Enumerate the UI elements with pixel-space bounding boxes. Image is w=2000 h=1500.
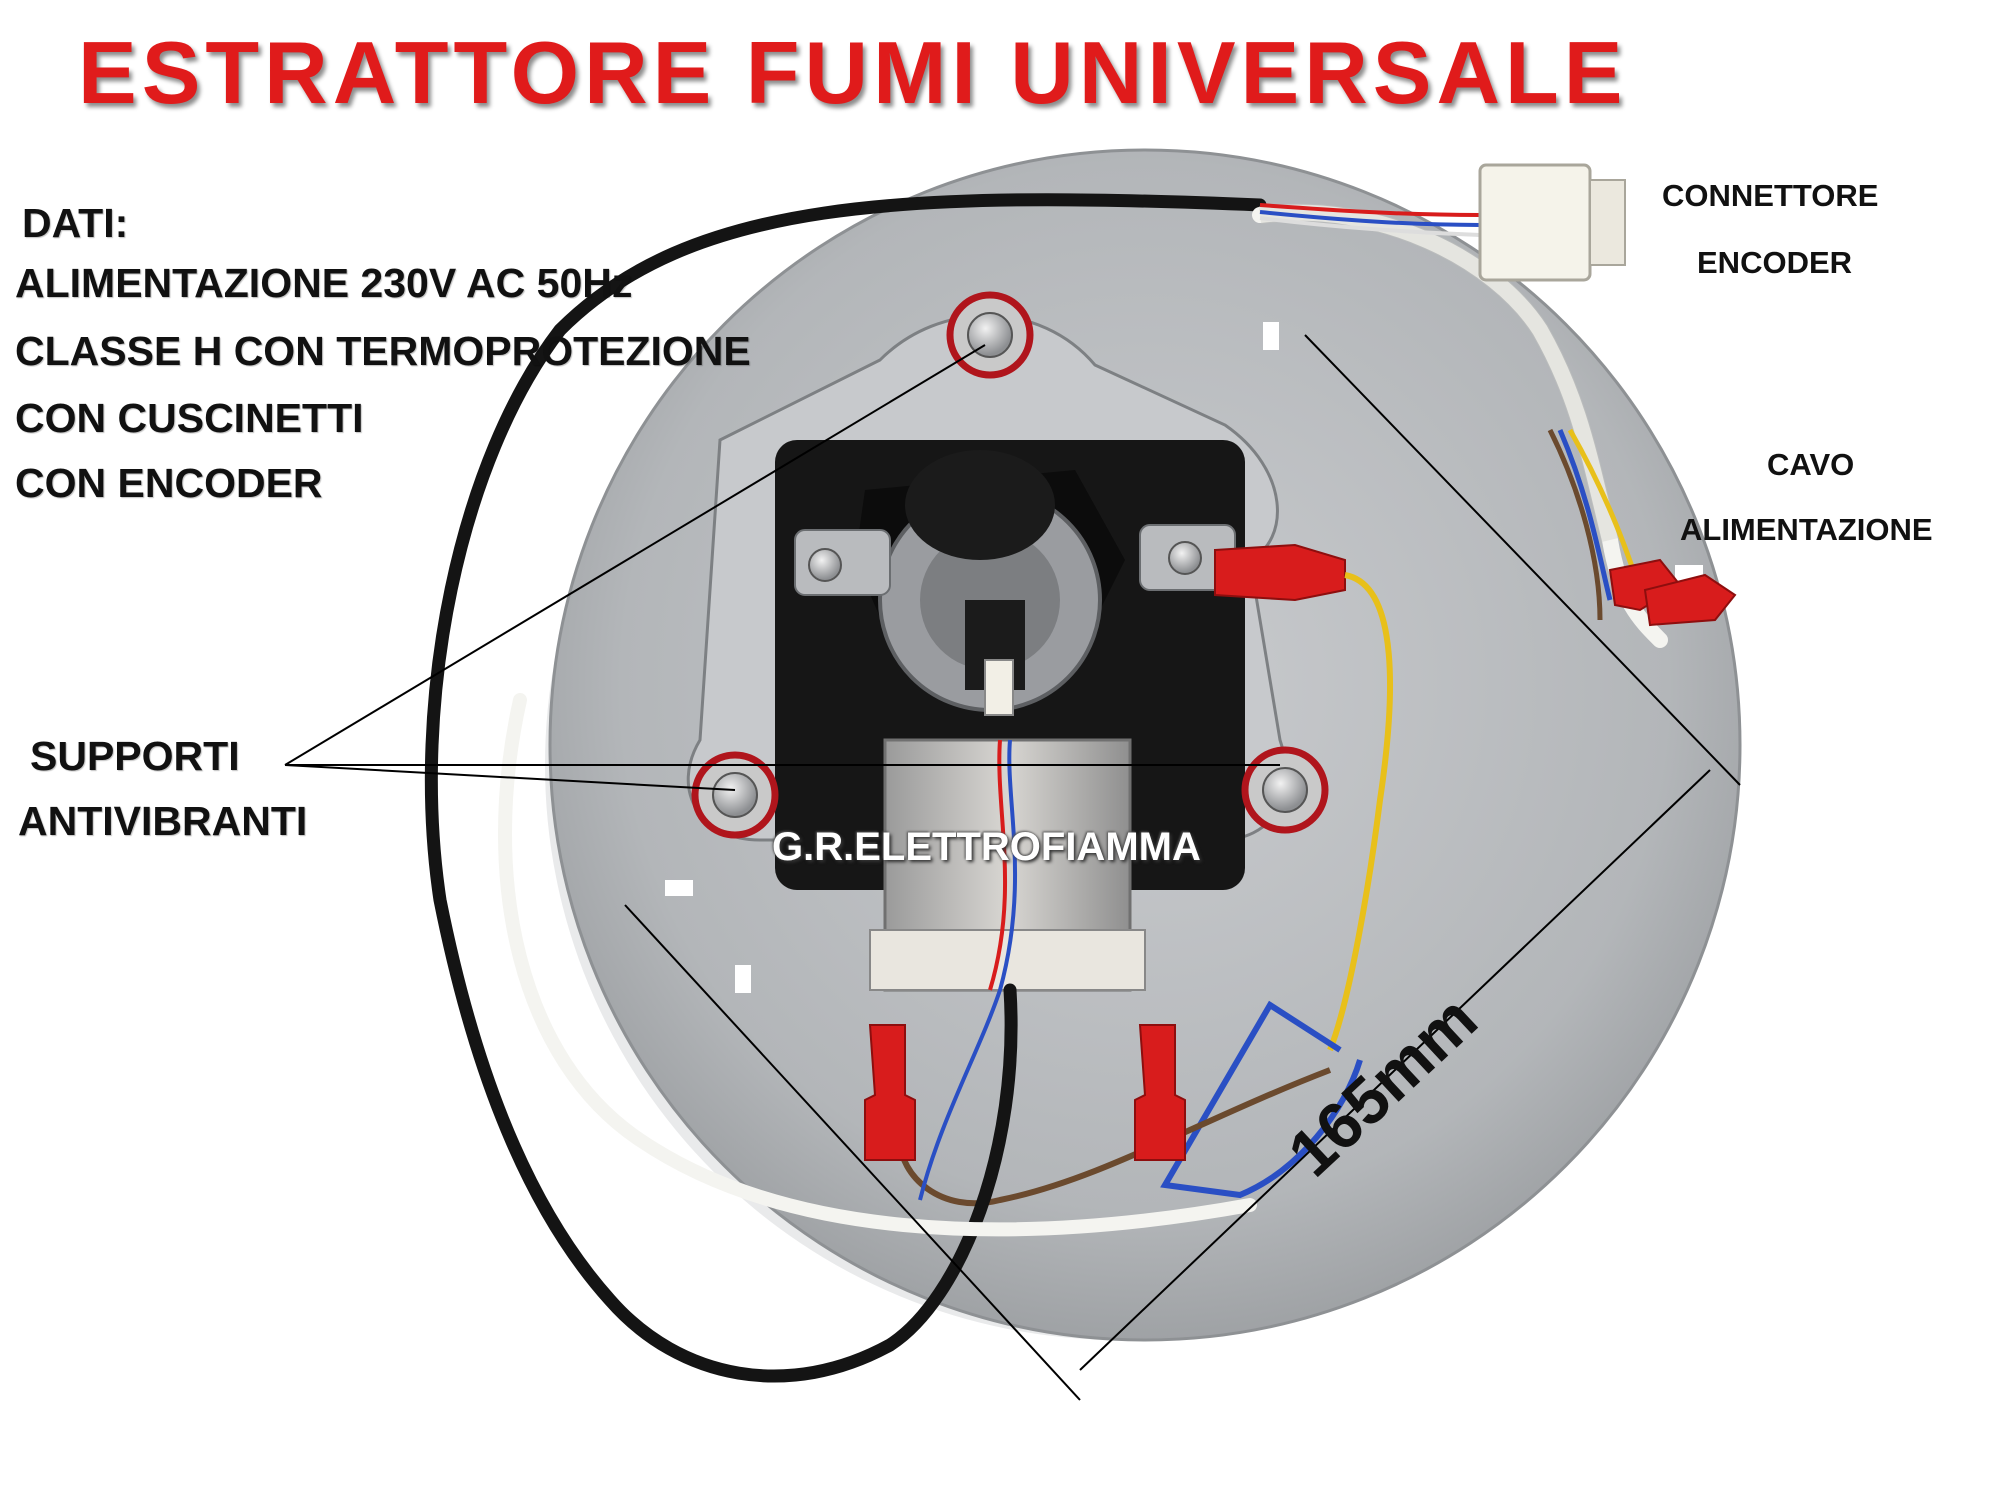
connector-wire-red <box>1259 203 1481 217</box>
specs-heading: DATI: <box>22 200 129 246</box>
encoder-lead-red <box>988 739 1008 991</box>
encoder-connector-label: CONNETTORE <box>1662 178 1879 213</box>
dimension-line <box>1079 769 1711 1371</box>
mounts-label: ANTIVIBRANTI <box>18 798 308 844</box>
white-cable-lower <box>498 693 1257 1237</box>
dimension-extension-line <box>1304 334 1741 786</box>
encoder-plug <box>984 659 1014 716</box>
power-cable-label: ALIMENTAZIONE <box>1680 512 1933 547</box>
connector-wire-white <box>1259 216 1481 237</box>
plate-slot <box>1263 322 1279 350</box>
mount-screw <box>967 312 1013 358</box>
power-cable-label: CAVO <box>1767 447 1855 482</box>
clamp-screw <box>1168 541 1202 575</box>
mount-screw <box>712 772 758 818</box>
page-title: ESTRATTORE FUMI UNIVERSALE <box>78 23 1628 122</box>
spade-terminal-right <box>1134 1024 1186 1161</box>
spade-terminal-left <box>864 1024 916 1161</box>
red-spade-terminal <box>1214 543 1346 602</box>
blue-wire-loop <box>1160 1000 1363 1199</box>
clamp-screw <box>808 548 842 582</box>
encoder-cap <box>905 450 1055 560</box>
black-encoder-cable <box>424 193 1267 1383</box>
mounts-label: SUPPORTI <box>30 733 240 779</box>
plate-slot <box>735 965 751 993</box>
brown-wire <box>897 1067 1332 1207</box>
connector-latch <box>1589 179 1626 266</box>
dimension-extension-line <box>624 904 1081 1401</box>
watermark: G.R.ELETTROFIAMMA <box>772 825 1201 869</box>
spec-line: CON ENCODER <box>15 460 323 506</box>
power-lead-blue <box>1557 429 1613 601</box>
power-terminal <box>1643 573 1737 627</box>
yellow-wire <box>1327 572 1393 1052</box>
power-lead-brown <box>1547 428 1603 621</box>
callout-line <box>284 344 986 766</box>
callout-line <box>284 764 736 791</box>
encoder-connector-label: ENCODER <box>1697 245 1853 280</box>
spec-line: CON CUSCINETTI <box>15 395 364 441</box>
mount-screw <box>1262 767 1308 813</box>
plate-slot <box>665 880 693 896</box>
spec-line: ALIMENTAZIONE 230V AC 50Hz <box>15 260 633 306</box>
connector-wire-blue <box>1259 210 1481 227</box>
spec-line: CLASSE H CON TERMOPROTEZIONE <box>15 328 751 374</box>
encoder-lead-blue <box>918 739 1018 1201</box>
encoder-connector-plug <box>1478 163 1592 282</box>
